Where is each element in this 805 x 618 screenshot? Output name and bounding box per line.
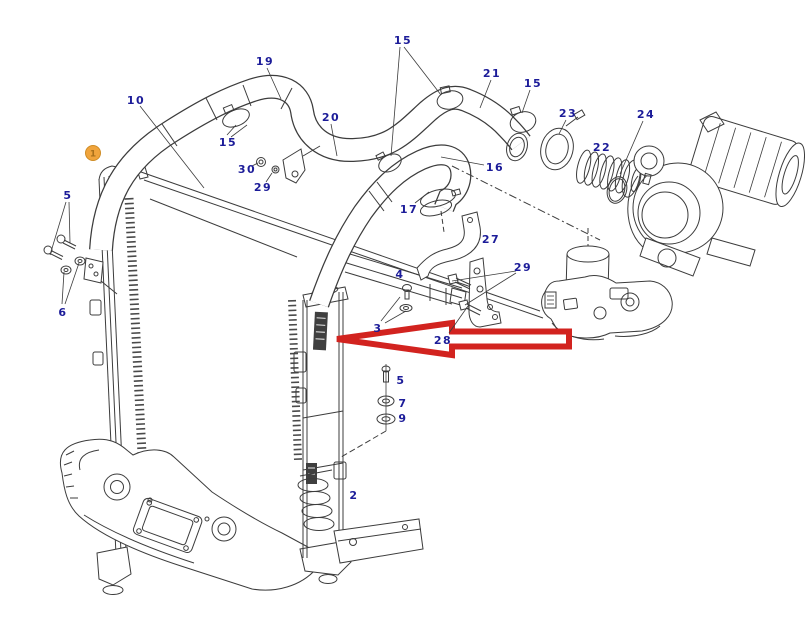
part-label-15c: 15 bbox=[524, 77, 542, 90]
part-label-15a: 15 bbox=[219, 136, 237, 149]
part-label-4: 4 bbox=[395, 268, 404, 281]
wastegate-actuator bbox=[633, 145, 665, 186]
part-label-30: 30 bbox=[238, 163, 256, 176]
bracket-27 bbox=[416, 211, 481, 281]
part-label-29b: 29 bbox=[514, 261, 532, 274]
part-label-21: 21 bbox=[483, 67, 501, 80]
part-label-9: 9 bbox=[398, 412, 407, 425]
part-label-29a: 29 bbox=[254, 181, 272, 194]
part-label-23: 23 bbox=[559, 107, 577, 120]
part-label-22: 22 bbox=[593, 141, 611, 154]
coupling-parts bbox=[540, 109, 642, 204]
part-label-5b: 5 bbox=[396, 374, 405, 387]
hose-clamp-15-hose21 bbox=[509, 105, 537, 133]
part-label-19: 19 bbox=[256, 55, 274, 68]
part-label-7: 7 bbox=[398, 397, 407, 410]
o-ring-24 bbox=[606, 176, 628, 204]
part-label-17: 17 bbox=[400, 203, 418, 216]
part-label-3: 3 bbox=[373, 322, 382, 335]
part-label-5a: 5 bbox=[63, 189, 72, 202]
part-label-27: 27 bbox=[482, 233, 500, 246]
hose-clamp-15-elbow19 bbox=[222, 103, 250, 128]
hose-clamp-15-junction bbox=[436, 85, 464, 110]
part-label-20: 20 bbox=[322, 111, 340, 124]
bolt-washer-stack-5-7-9 bbox=[376, 364, 396, 431]
air-filter-cylinder bbox=[688, 116, 805, 208]
part-label-15b: 15 bbox=[394, 34, 412, 47]
hose-clamp-15-front bbox=[375, 151, 402, 173]
selection-badge-number: 1 bbox=[90, 150, 96, 160]
turbocharger bbox=[627, 111, 805, 277]
part-label-24: 24 bbox=[637, 108, 655, 121]
clamp-17 bbox=[419, 188, 462, 217]
upper-hose-circuit bbox=[89, 74, 537, 251]
selection-badge[interactable]: 1 bbox=[85, 145, 101, 161]
left-bolts-5-washers-6 bbox=[43, 234, 118, 295]
bolt-4-with-washer-3 bbox=[399, 284, 413, 312]
highlight-arrow bbox=[336, 319, 572, 359]
part-label-28: 28 bbox=[434, 334, 452, 347]
leader-lines bbox=[49, 46, 644, 324]
part-label-10: 10 bbox=[127, 94, 145, 107]
leader-line-28 bbox=[448, 305, 469, 334]
part-label-2: 2 bbox=[349, 489, 358, 502]
throttle-valve-unit bbox=[541, 245, 673, 341]
part-label-16: 16 bbox=[486, 161, 504, 174]
projection-lines bbox=[340, 165, 601, 458]
side-rails bbox=[339, 250, 467, 307]
selection-badge-circle[interactable] bbox=[85, 145, 101, 161]
front-hose-circuit bbox=[309, 144, 472, 308]
part-labels: 10 19 15 20 30 29 15 21 15 23 24 22 16 1… bbox=[58, 34, 655, 502]
bolts-29 bbox=[447, 273, 482, 316]
part-label-6: 6 bbox=[58, 306, 67, 319]
pillar-decal bbox=[312, 311, 328, 351]
